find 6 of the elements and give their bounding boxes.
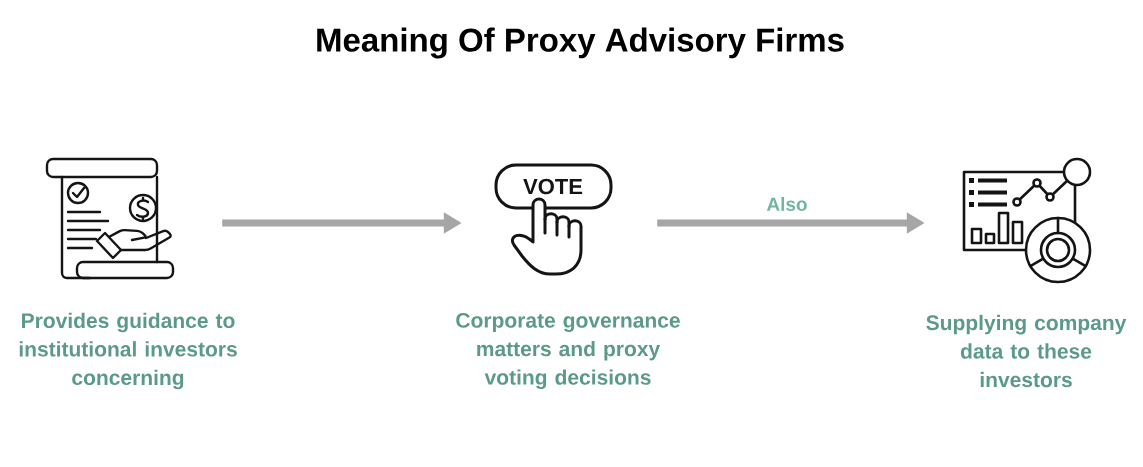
title: Meaning Of Proxy Advisory Firms — [317, 27, 844, 59]
edge-label: Also — [764, 195, 810, 213]
caption-text: Supplying company data to these investors — [926, 314, 1127, 388]
button-label: VOTE — [523, 178, 583, 195]
caption-text: Corporate governance matters and proxy voting decisions — [456, 312, 680, 390]
caption-text: Provides guidance to institutional investors concerning — [19, 312, 237, 390]
